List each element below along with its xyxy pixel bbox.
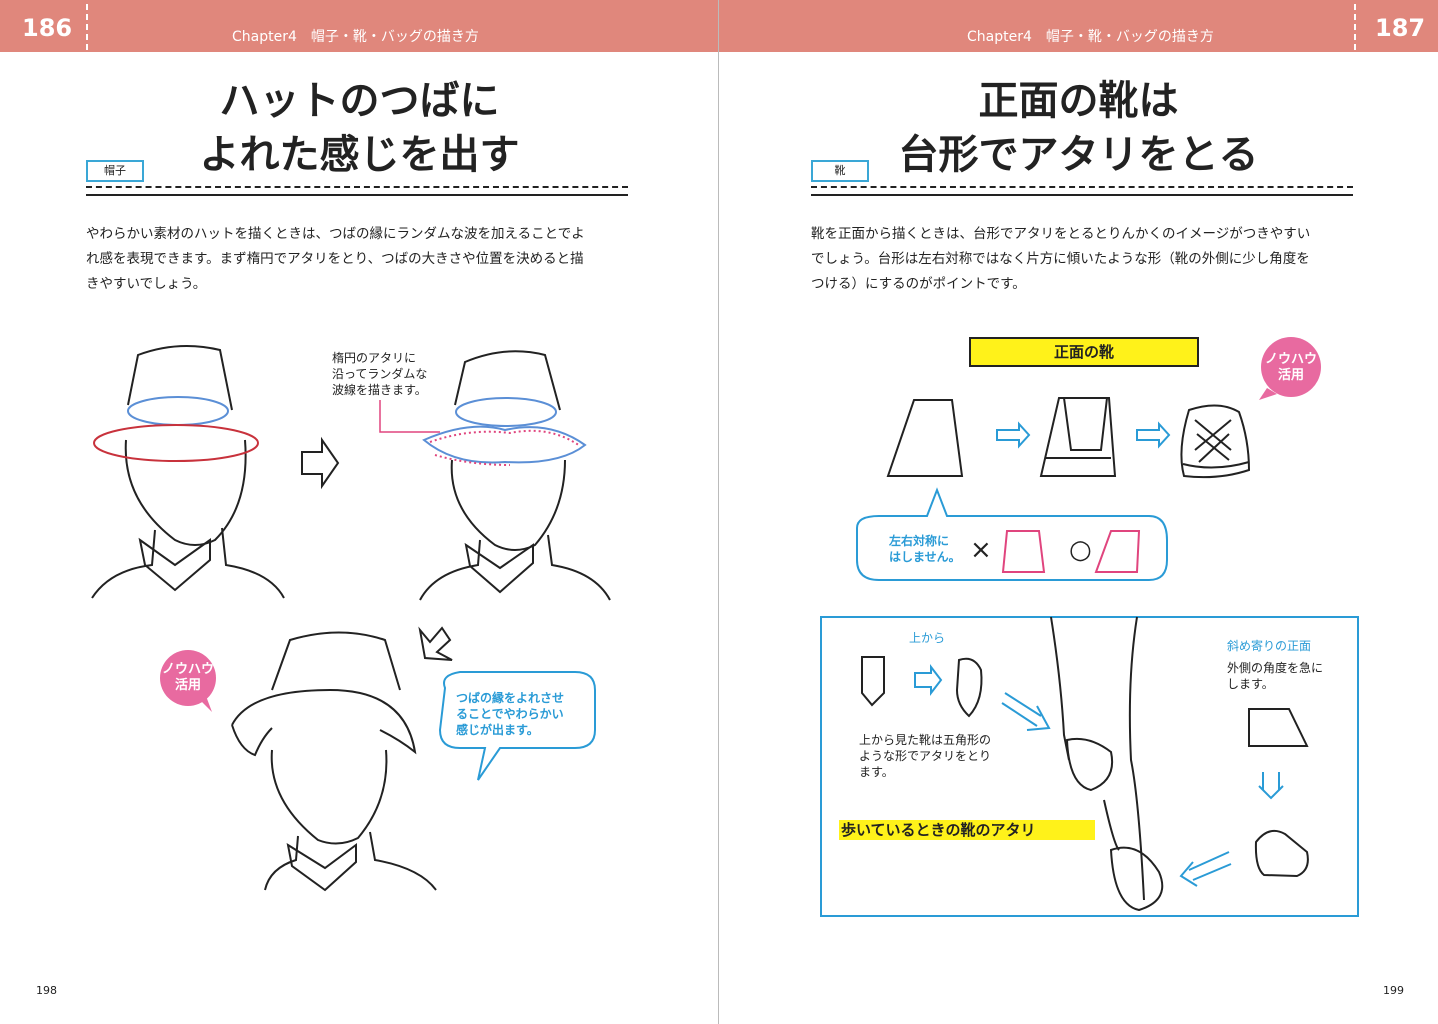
- walking-shoe-near: [1103, 799, 1164, 912]
- right-body-text: 靴を正面から描くときは、台形でアタリをとるとりんかくのイメージがつきやすい でし…: [811, 222, 1359, 297]
- hat-figure-1: [91, 345, 285, 599]
- oblique-view-label: 斜め寄りの正面: [1227, 639, 1312, 653]
- right-body-line: でしょう。台形は左右対称ではなく片方に傾いたような形（靴の外側に少し角度を: [811, 251, 1310, 267]
- right-title-line1: 正面の靴は: [978, 78, 1179, 124]
- know-how-badge: [1261, 337, 1321, 397]
- page-gutter: [718, 0, 719, 1024]
- walking-label-highlight: [839, 820, 1095, 840]
- right-header-bar: [719, 0, 1438, 52]
- left-body-line: れ感を表現できます。まず楕円でアタリをとり、つばの大きさや位置を決めると描: [86, 251, 584, 267]
- note-line: ような形でアタリをとり: [859, 749, 992, 763]
- hat-figure-3: [231, 631, 437, 892]
- top-view-note: 上から見た靴は五角形の ような形でアタリをとり ます。: [859, 732, 991, 780]
- double-arrow-left-icon: [1179, 851, 1232, 887]
- left-chapter-title: Chapter4 帽子・靴・バッグの描き方: [232, 29, 479, 45]
- left-folio: 198: [36, 984, 57, 997]
- badge-line: 活用: [1277, 368, 1304, 383]
- right-chapter-title: Chapter4 帽子・靴・バッグの描き方: [967, 29, 1214, 45]
- know-how-badge: [160, 650, 216, 706]
- right-page-badge: 187: [1375, 14, 1426, 42]
- tilted-trapezoid: [1094, 530, 1141, 573]
- pentagon-guide: [861, 656, 885, 707]
- bubble-line: はしません。: [889, 550, 961, 564]
- oblique-view-note: 外側の角度を急に します。: [1227, 660, 1323, 692]
- arrow-right-icon: [996, 421, 1171, 449]
- speech-bubble: [856, 487, 1168, 581]
- shoe-oblique: [1254, 829, 1309, 878]
- callout-leader-line: [379, 400, 440, 433]
- shoe-top-view: [955, 657, 983, 718]
- top-view-label: 上から: [909, 631, 946, 645]
- badge-line: ノウハウ: [161, 662, 214, 677]
- right-header-divider: [1354, 4, 1356, 50]
- wavy-guide-dotted: [434, 454, 511, 466]
- left-title-line2: よれた感じを出す: [199, 132, 520, 178]
- double-arrow-down-icon: [1258, 772, 1284, 800]
- note-line: します。: [1227, 677, 1274, 691]
- hat-figure-2: [419, 350, 611, 601]
- wavy-brim: [422, 425, 587, 464]
- trapezoid-guide: [886, 399, 964, 477]
- left-body-line: やわらかい素材のハットを描くときは、つばの縁にランダムな波を加えることでよ: [86, 226, 585, 242]
- speech-bubble: [438, 671, 596, 781]
- right-body-line: つける）にするのがポイントです。: [811, 276, 1026, 292]
- arrow-right-icon: [914, 664, 943, 696]
- bubble-text: つばの縁をよれさせ ることでやわらかい 感じが出ます。: [456, 690, 564, 738]
- right-body-line: 靴を正面から描くときは、台形でアタリをとるとりんかくのイメージがつきやすい: [811, 226, 1311, 242]
- right-topic-tag: 靴: [811, 160, 869, 182]
- note-line: 外側の角度を急に: [1227, 661, 1324, 675]
- bubble-line: 感じが出ます。: [456, 723, 539, 737]
- shoe-illustrations: [820, 337, 1359, 917]
- hat-illustrations: [91, 345, 611, 892]
- left-body-line: きやすいでしょう。: [86, 276, 207, 292]
- front-shoe-label: 正面の靴: [969, 337, 1199, 367]
- note-line: ます。: [859, 765, 894, 779]
- note-line: 楕円のアタリに: [332, 351, 417, 365]
- bubble-text: 左右対称に はしません。: [889, 533, 961, 565]
- bubble-line: つばの縁をよれさせ: [456, 691, 565, 705]
- oblique-trapezoid: [1248, 708, 1309, 747]
- left-header-divider: [86, 4, 88, 50]
- know-how-badge-text: ノウハウ 活用: [1262, 352, 1320, 384]
- note-line: 波線を描きます。: [332, 383, 427, 397]
- bubble-line: ることでやわらかい: [456, 707, 564, 721]
- walking-shoe-far: [1065, 737, 1113, 792]
- wavy-guide-dotted: [429, 429, 581, 447]
- left-page: 186 Chapter4 帽子・靴・バッグの描き方 ハットのつばに よれた感じを…: [0, 0, 719, 997]
- badge-line: ノウハウ: [1264, 352, 1317, 367]
- left-title-rule: [86, 186, 628, 196]
- right-title-rule: [811, 186, 1353, 196]
- walking-box-frame: [820, 616, 1359, 917]
- note-wavy-line: 楕円のアタリに 沿ってランダムな 波線を描きます。: [332, 350, 427, 398]
- left-body-text: やわらかい素材のハットを描くときは、つばの縁にランダムな波を加えることでよ れ感…: [86, 222, 634, 297]
- note-line: 上から見た靴は五角形の: [859, 733, 992, 747]
- right-folio: 199: [1383, 984, 1404, 997]
- ng-mark: ×: [970, 535, 992, 565]
- arrow-down-left-icon: [418, 626, 453, 661]
- arrow-right-icon: [301, 436, 340, 490]
- left-page-badge: 186: [22, 14, 73, 42]
- left-topic-tag: 帽子: [86, 160, 144, 182]
- guide-ellipse-blue: [127, 396, 229, 426]
- ok-mark: ○: [1069, 535, 1092, 565]
- bubble-line: 左右対称に: [889, 534, 950, 548]
- right-page: 187 Chapter4 帽子・靴・バッグの描き方 正面の靴は 台形でアタリをと…: [719, 0, 1438, 1024]
- guide-ellipse-red: [93, 424, 259, 462]
- badge-line: 活用: [174, 678, 201, 693]
- guide-ellipse-blue: [455, 397, 557, 427]
- right-title-line2: 台形でアタリをとる: [898, 132, 1259, 178]
- symmetric-trapezoid: [1001, 530, 1046, 573]
- shoe-front-block: [1039, 397, 1117, 477]
- leg-outline: [1050, 616, 1145, 901]
- left-title-line1: ハットのつばに: [219, 78, 500, 124]
- note-line: 沿ってランダムな: [332, 367, 428, 381]
- sneaker-front: [1180, 404, 1251, 479]
- walking-label: 歩いているときの靴のアタリ: [841, 821, 1036, 839]
- know-how-badge-text: ノウハウ 活用: [160, 662, 216, 694]
- left-header-bar: [0, 0, 719, 52]
- double-arrow-icon: [1001, 692, 1051, 731]
